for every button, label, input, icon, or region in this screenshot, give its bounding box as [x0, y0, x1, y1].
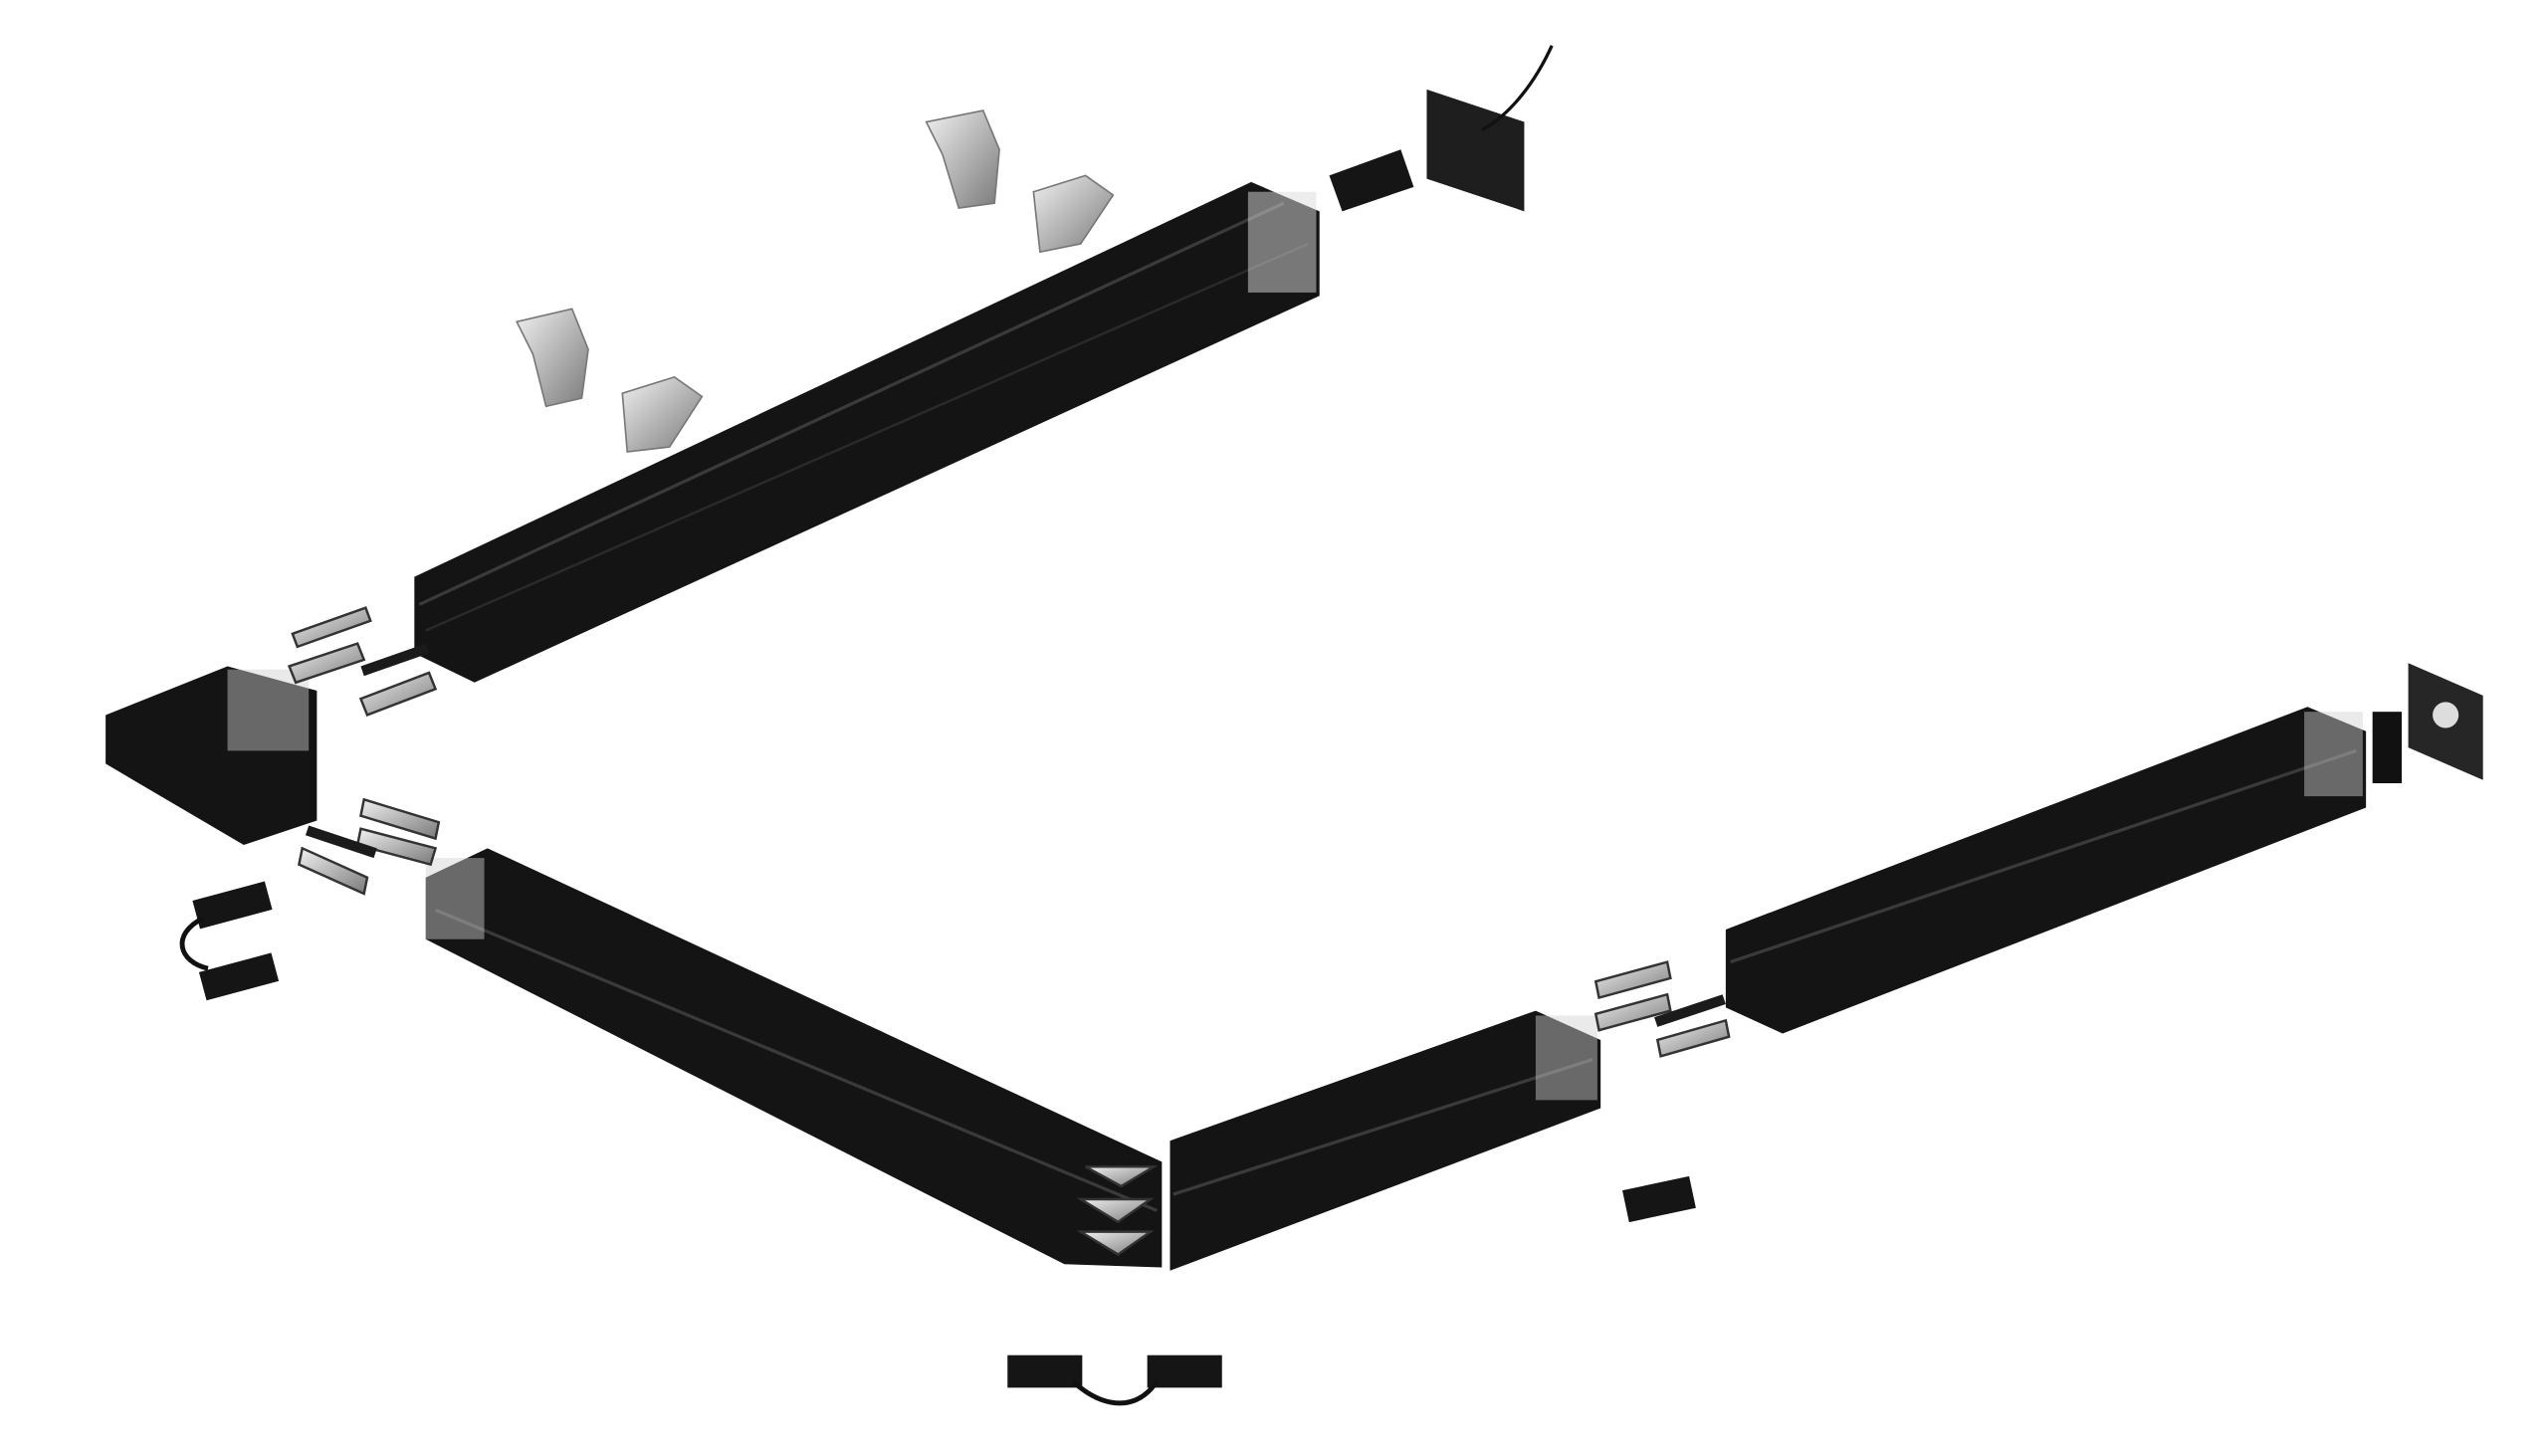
track-rail-right: [1725, 707, 2367, 1034]
end-cap-top: [1426, 45, 1554, 212]
track-rail-lower-left: [425, 848, 1163, 1268]
end-cap-right: [2372, 663, 2483, 784]
track-rail-top: [414, 181, 1320, 683]
mounting-brackets: [515, 109, 1115, 453]
track-rail-lower-middle: [1169, 1010, 1601, 1271]
flexible-connector-left: [179, 881, 280, 1001]
connector-block-right: [1622, 1175, 1696, 1223]
joint-plates: [287, 606, 1731, 1256]
flexible-connector-bottom: [1007, 1354, 1222, 1406]
screw-connectors: [305, 643, 1726, 1027]
connector-block-top: [1329, 149, 1414, 212]
corner-piece-left: [106, 666, 318, 846]
